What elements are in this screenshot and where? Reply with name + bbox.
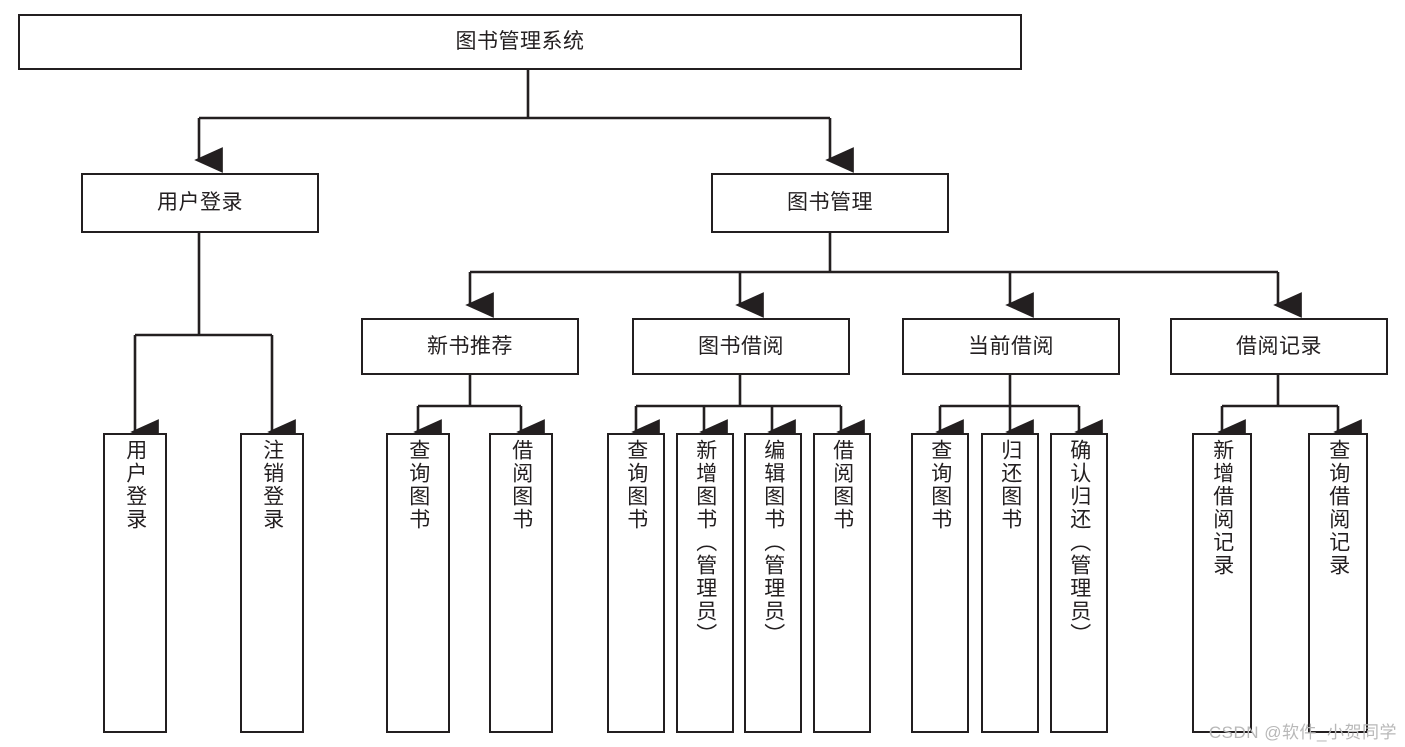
leaf-cb-confirm-return-label: 确认归还（管理员） [1067,439,1091,646]
leaf-cb-query-book-label: 查询图书 [928,439,952,531]
watermark-text: CSDN @软件_小贺同学 [1208,723,1397,742]
leaf-logout-label: 注销登录 [260,439,284,531]
leaf-user-login[interactable]: 用户登录 [103,433,167,733]
node-book-manage[interactable]: 图书管理 [711,173,949,233]
leaf-cb-confirm-return[interactable]: 确认归还（管理员） [1050,433,1108,733]
leaf-cb-query-book[interactable]: 查询图书 [911,433,969,733]
leaf-br-add-record-label: 新增借阅记录 [1210,439,1234,577]
node-user-login[interactable]: 用户登录 [81,173,319,233]
node-book-manage-label: 图书管理 [787,191,873,215]
leaf-nb-query-book-label: 查询图书 [406,439,430,531]
leaf-bb-add-book-label: 新增图书（管理员） [693,439,717,646]
node-borrow-record-label: 借阅记录 [1236,334,1322,358]
leaf-cb-return-book[interactable]: 归还图书 [981,433,1039,733]
node-user-login-label: 用户登录 [157,191,243,215]
node-new-book-recommend-label: 新书推荐 [427,334,513,358]
leaf-nb-borrow-book-label: 借阅图书 [509,439,533,531]
leaf-bb-query-book-label: 查询图书 [624,439,648,531]
leaf-user-login-label: 用户登录 [123,439,147,531]
leaf-nb-borrow-book[interactable]: 借阅图书 [489,433,553,733]
leaf-bb-add-book[interactable]: 新增图书（管理员） [676,433,734,733]
leaf-bb-borrow-book[interactable]: 借阅图书 [813,433,871,733]
node-current-borrow-label: 当前借阅 [968,334,1054,358]
node-book-borrow[interactable]: 图书借阅 [632,318,850,375]
leaf-cb-return-book-label: 归还图书 [998,439,1022,531]
leaf-br-query-record-label: 查询借阅记录 [1326,439,1350,577]
leaf-bb-query-book[interactable]: 查询图书 [607,433,665,733]
leaf-br-query-record[interactable]: 查询借阅记录 [1308,433,1368,733]
leaf-nb-query-book[interactable]: 查询图书 [386,433,450,733]
node-borrow-record[interactable]: 借阅记录 [1170,318,1388,375]
node-root-system-label: 图书管理系统 [455,30,585,54]
leaf-br-add-record[interactable]: 新增借阅记录 [1192,433,1252,733]
leaf-bb-edit-book-label: 编辑图书（管理员） [761,439,785,646]
leaf-bb-edit-book[interactable]: 编辑图书（管理员） [744,433,802,733]
node-current-borrow[interactable]: 当前借阅 [902,318,1120,375]
node-book-borrow-label: 图书借阅 [698,334,784,358]
node-new-book-recommend[interactable]: 新书推荐 [361,318,579,375]
leaf-bb-borrow-book-label: 借阅图书 [830,439,854,531]
node-root-system[interactable]: 图书管理系统 [18,14,1022,70]
leaf-logout[interactable]: 注销登录 [240,433,304,733]
